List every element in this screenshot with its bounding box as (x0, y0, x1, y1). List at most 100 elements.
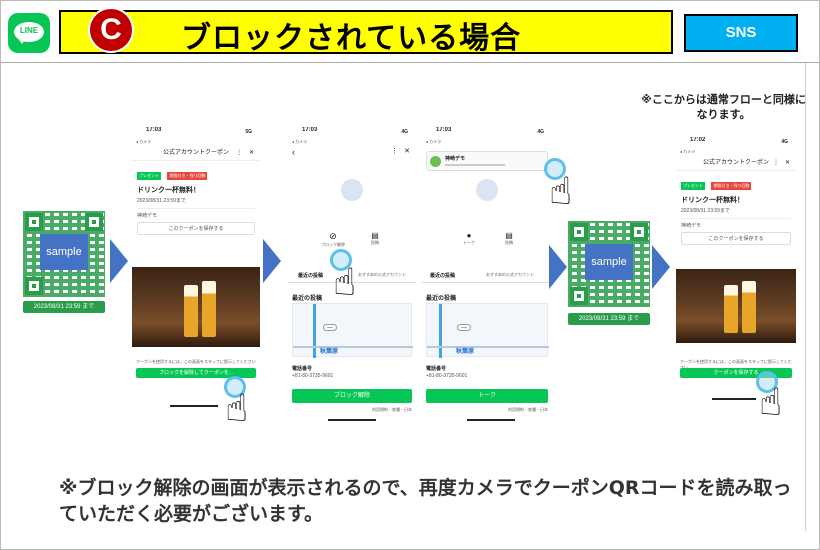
status-time: 17:02 (690, 137, 706, 143)
save-coupon-button[interactable]: このクーポンを保存する (137, 222, 255, 235)
home-indicator (328, 419, 376, 421)
home-indicator (712, 398, 756, 400)
phone-number[interactable]: +81-80-3735-9601 (292, 373, 334, 379)
status-signal: 4G (781, 139, 788, 145)
map-card: ⟶ (292, 303, 413, 358)
phone-screen-account-blocked: 17:03 4G ◂ カメラ ‹ ⋮ ✕ ⊘ ブロック解除 ▤ 投稿 最近の投稿… (288, 127, 416, 415)
qr-code-right: sample (568, 221, 650, 307)
phone-label: 電話番号 (426, 366, 447, 372)
back-chevron-icon[interactable]: ‹ (292, 147, 295, 157)
header-divider (1, 62, 820, 63)
right-rule (805, 63, 806, 531)
phone-screen-coupon-normal: 17:02 4G ◂ カメラ 公式アカウントクーポン ✕ ⋮ プレゼント 期限付… (676, 137, 796, 391)
limit-tag: 期限付き・残り回数 (167, 172, 208, 180)
talk-button[interactable]: トーク (426, 389, 548, 403)
coupon-title: ドリンク一杯無料！ (681, 197, 744, 204)
shop-name: 神崎デモ (137, 208, 255, 219)
phone-number[interactable]: +81-80-3735-9601 (426, 373, 468, 379)
qr-date-label: 2023/08/31 23:59 まで (568, 313, 650, 325)
present-tag: プレゼント (681, 182, 705, 190)
post-icon: ▤ (505, 231, 513, 240)
home-indicator (170, 405, 218, 407)
pointing-hand-icon: ☝ (759, 380, 783, 424)
footer-links[interactable]: 利用規約・各種・日本 (508, 407, 548, 412)
tab-recent-posts[interactable]: 最近の投稿 (298, 273, 324, 279)
coupon-header: 公式アカウントクーポン (702, 160, 769, 166)
posts-action[interactable]: ▤ 投稿 (494, 231, 524, 246)
qr-sample-label: sample (585, 244, 633, 280)
more-icon[interactable]: ⋮ (236, 150, 242, 156)
phone-screen-account-unblocked: 17:03 4G ◂ カメラ 神崎デモ ● トーク ▤ 投稿 最近の投稿 おすす… (422, 127, 552, 415)
qr-date-label: 2023/08/31 23:59 まで (23, 301, 105, 313)
flow-note: ※ここからは通常フローと同様になります。 (641, 93, 806, 121)
use-coupon-button[interactable]: クーポンを保存する (680, 368, 792, 378)
close-icon[interactable]: ✕ (784, 160, 790, 166)
home-indicator (467, 419, 515, 421)
route-button[interactable]: ⟶ (457, 324, 471, 331)
friend-name: 神崎デモ (445, 156, 466, 162)
status-signal: 4G (401, 129, 408, 135)
block-icon: ⊘ (329, 231, 337, 241)
unblock-action[interactable]: ⊘ ブロック解除 (318, 231, 348, 248)
pointing-hand-icon: ☝ (225, 386, 249, 430)
present-tag: プレゼント (137, 172, 161, 180)
tab-recommended[interactable]: おすすめの公式アカウント (486, 272, 534, 277)
station-name: 秋葉原 (320, 349, 339, 355)
status-time: 17:03 (436, 127, 452, 133)
recent-posts-heading: 最近の投稿 (292, 296, 323, 302)
step-letter-badge: C (88, 7, 134, 53)
footer-links[interactable]: 利用規約・各種・日本 (372, 407, 412, 412)
more-icon[interactable]: ⋮ (773, 160, 779, 166)
title-bar (59, 10, 673, 54)
tap-indicator-icon (544, 158, 566, 180)
beer-photo (132, 267, 260, 347)
line-logo-text: LINE (19, 26, 39, 35)
coupon-expiry: 2023/08/31 23:59まで (681, 208, 730, 214)
arrow-right-icon (263, 239, 281, 283)
qr-code-left: sample (23, 211, 105, 297)
tab-recent-posts[interactable]: 最近の投稿 (430, 273, 456, 279)
sns-badge: SNS (684, 14, 798, 52)
arrow-right-icon (110, 239, 128, 283)
more-icon[interactable]: ⋮ (391, 148, 398, 155)
recent-posts-heading: 最近の投稿 (426, 296, 457, 302)
coupon-footer-hint: クーポンを使用するには、この画面をスタッフに提示してください (680, 359, 792, 370)
friend-added-toast: 神崎デモ (426, 151, 548, 171)
back-to-camera[interactable]: ◂ カメラ (292, 139, 308, 144)
coupon-title: ドリンク一杯無料！ (137, 187, 200, 194)
close-icon[interactable]: ✕ (248, 150, 254, 156)
back-to-camera[interactable]: ◂ カメラ (680, 149, 696, 154)
shop-name: 神崎デモ (681, 218, 791, 229)
arrow-right-icon (652, 245, 670, 289)
status-time: 17:03 (146, 127, 162, 133)
tap-indicator-icon (330, 249, 352, 271)
page-title: ブロックされている場合 (181, 21, 522, 56)
arrow-right-icon (549, 245, 567, 289)
back-to-camera[interactable]: ◂ カメラ (136, 139, 152, 144)
unblock-button[interactable]: ブロック解除 (292, 389, 412, 403)
chat-icon: ● (466, 231, 472, 240)
status-time: 17:03 (302, 127, 318, 133)
status-signal: 4G (537, 129, 544, 135)
qr-sample-label: sample (40, 234, 88, 270)
station-name: 秋葉原 (456, 349, 475, 355)
talk-action[interactable]: ● トーク (454, 231, 484, 246)
pointing-hand-icon: ☝ (333, 260, 357, 304)
coupon-footer-hint: クーポンを使用するには、この画面をスタッフに提示してください (136, 359, 256, 364)
tab-recommended[interactable]: おすすめの公式アカウント (358, 272, 406, 277)
posts-action[interactable]: ▤ 投稿 (360, 231, 390, 246)
phone-label: 電話番号 (292, 366, 313, 372)
unblock-and-get-coupon-button[interactable]: ブロックを解除してクーポンを... (136, 368, 256, 378)
beer-photo (676, 269, 796, 343)
close-icon[interactable]: ✕ (404, 148, 410, 155)
phone-screen-coupon-blocked: 17:03 5G ◂ カメラ 公式アカウントクーポン ✕ ⋮ プレゼント 期限付… (132, 127, 260, 379)
back-to-camera[interactable]: ◂ カメラ (426, 139, 442, 144)
coupon-header: 公式アカウントクーポン (162, 150, 229, 156)
route-button[interactable]: ⟶ (323, 324, 337, 331)
limit-tag: 期限付き・残り回数 (711, 182, 752, 190)
status-signal: 5G (245, 129, 252, 135)
save-coupon-button[interactable]: このクーポンを保存する (681, 232, 791, 245)
line-logo-icon: LINE (8, 13, 50, 53)
profile-avatar (476, 179, 498, 201)
bottom-note: ※ブロック解除の画面が表示されるので、再度カメラでクーポンQRコードを読み取って… (59, 477, 792, 525)
